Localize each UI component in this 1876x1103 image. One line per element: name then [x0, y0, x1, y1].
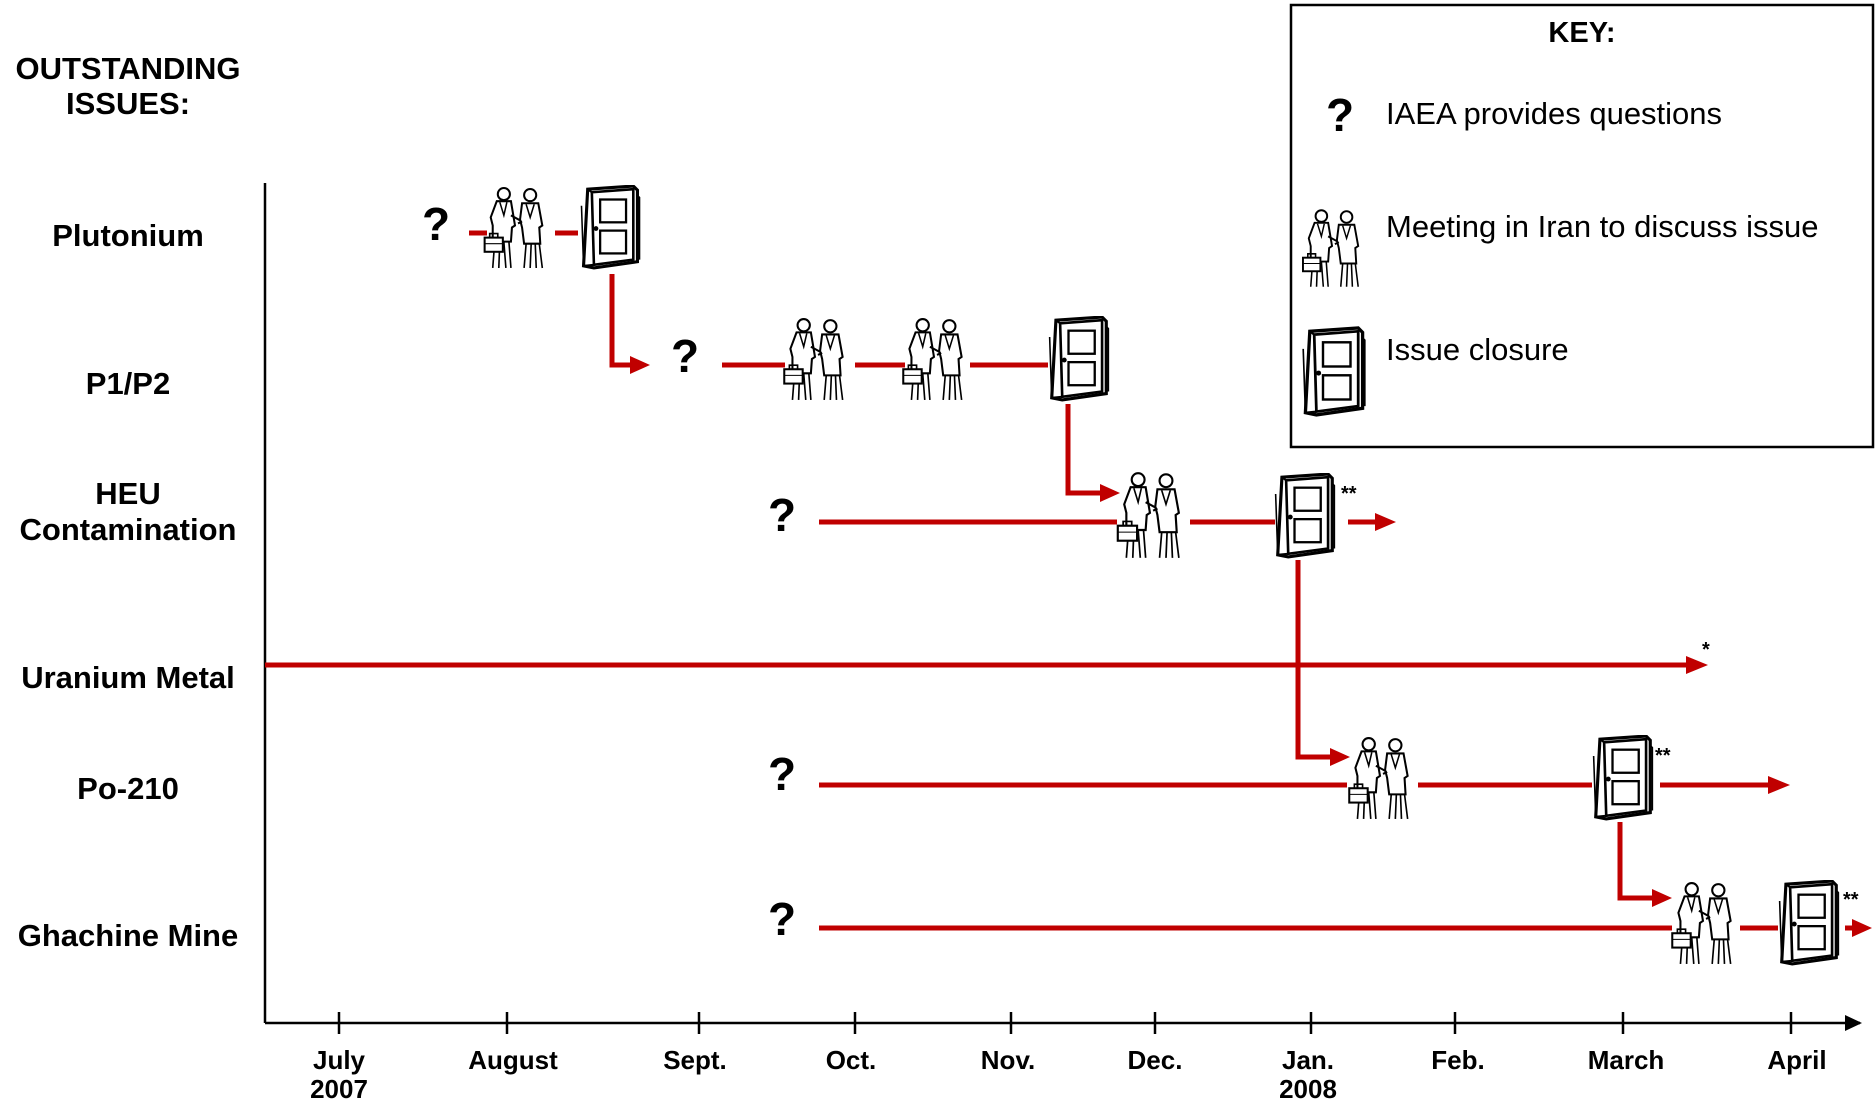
tick-label-2008: 2008 — [1279, 1074, 1337, 1103]
legend-key: KEY: ? IAEA provides questions Meeting i… — [1289, 3, 1875, 449]
po210-double-star-note: ** — [1655, 745, 1671, 767]
row-label-ghachine-mine: Ghachine Mine — [18, 918, 238, 953]
heu-arrowhead — [1375, 513, 1396, 531]
connector-arrowhead-1 — [630, 356, 650, 374]
heu-double-star-note: ** — [1341, 483, 1357, 505]
key-question-mark-icon: ? — [1326, 89, 1354, 141]
heu-door-icon — [1273, 473, 1337, 559]
connector-path-1 — [609, 274, 630, 368]
axes — [263, 183, 1862, 1031]
ghachine-door-icon — [1777, 880, 1841, 966]
heu-meeting-icon — [1116, 472, 1180, 559]
connector-arrowhead-2 — [1100, 484, 1120, 502]
row-heu-timeline: ? ** — [768, 472, 1396, 559]
ghachine-arrowhead — [1852, 919, 1872, 937]
connector-arrowhead-4 — [1652, 889, 1672, 907]
key-title: KEY: — [1548, 17, 1615, 49]
tick-label-feb: Feb. — [1431, 1045, 1484, 1075]
key-text-meeting: Meeting in Iran to discuss issue — [1386, 209, 1819, 244]
tick-label-nov: Nov. — [981, 1045, 1035, 1075]
tick-label-2007: 2007 — [310, 1074, 368, 1103]
row-label-uranium-metal: Uranium Metal — [21, 660, 235, 695]
connector-path-3 — [1295, 560, 1330, 760]
key-text-questions: IAEA provides questions — [1386, 96, 1722, 131]
po210-arrowhead — [1768, 776, 1790, 794]
uranium-single-star-note: * — [1702, 639, 1710, 661]
connector-plutonium-to-p1p2 — [609, 274, 650, 374]
tick-label-april: April — [1767, 1045, 1826, 1075]
key-text-closure: Issue closure — [1386, 332, 1569, 367]
uranium-arrowhead — [1686, 656, 1708, 674]
row-plutonium-timeline: ? — [422, 185, 642, 270]
p1p2-door-icon — [1047, 316, 1111, 402]
row-label-p1p2: P1/P2 — [86, 366, 170, 401]
tick-label-oct: Oct. — [826, 1045, 877, 1075]
x-axis-arrowhead — [1845, 1015, 1862, 1031]
plutonium-question-icon: ? — [422, 198, 450, 250]
heu-question-icon: ? — [768, 489, 796, 541]
po210-meeting-icon — [1348, 737, 1409, 820]
row-ghachine-timeline: ? ** — [768, 880, 1872, 966]
x-axis-ticks — [337, 1012, 1793, 1034]
row-label-plutonium: Plutonium — [52, 218, 204, 253]
connector-path-4 — [1617, 822, 1652, 901]
key-box — [1289, 3, 1875, 449]
connector-path-2 — [1065, 404, 1100, 496]
connector-po210-to-ghachine — [1617, 822, 1672, 907]
tick-label-august: August — [468, 1045, 558, 1075]
x-axis-tick-labels: July 2007 August Sept. Oct. Nov. Dec. Ja… — [310, 1045, 1827, 1103]
plutonium-door-icon — [579, 185, 642, 270]
row-p1p2-timeline: ? — [671, 316, 1111, 402]
p1p2-meeting-icon-1 — [783, 318, 844, 401]
po210-question-icon: ? — [768, 748, 796, 800]
connector-p1p2-to-heu — [1065, 404, 1120, 502]
p1p2-meeting-icon-2 — [902, 318, 963, 401]
row-label-heu-line-2: Contamination — [20, 512, 237, 547]
p1p2-question-icon: ? — [671, 330, 699, 382]
ghachine-double-star-note: ** — [1843, 889, 1859, 911]
plutonium-meeting-icon — [483, 186, 544, 270]
outstanding-issues-heading: OUTSTANDING ISSUES: — [15, 51, 240, 121]
tick-label-july: July — [313, 1045, 366, 1075]
connector-heu-to-po210 — [1295, 560, 1350, 766]
tick-label-jan: Jan. — [1282, 1045, 1334, 1075]
connector-arrowhead-3 — [1330, 748, 1350, 766]
heading-line-1: OUTSTANDING — [15, 51, 240, 86]
po210-door-icon — [1591, 735, 1655, 821]
row-label-heu-line-1: HEU — [95, 476, 160, 511]
ghachine-question-icon: ? — [768, 893, 796, 945]
heading-line-2: ISSUES: — [66, 86, 190, 121]
ghachine-meeting-icon — [1671, 882, 1732, 966]
row-labels: Plutonium P1/P2 HEU Contamination Uraniu… — [18, 218, 238, 953]
row-po210-timeline: ? ** — [768, 735, 1790, 821]
tick-label-sept: Sept. — [663, 1045, 727, 1075]
key-door-icon — [1301, 326, 1367, 417]
row-uranium-timeline: * — [265, 639, 1710, 674]
tick-label-march: March — [1588, 1045, 1665, 1075]
row-label-po210: Po-210 — [77, 771, 179, 806]
tick-label-dec: Dec. — [1128, 1045, 1183, 1075]
